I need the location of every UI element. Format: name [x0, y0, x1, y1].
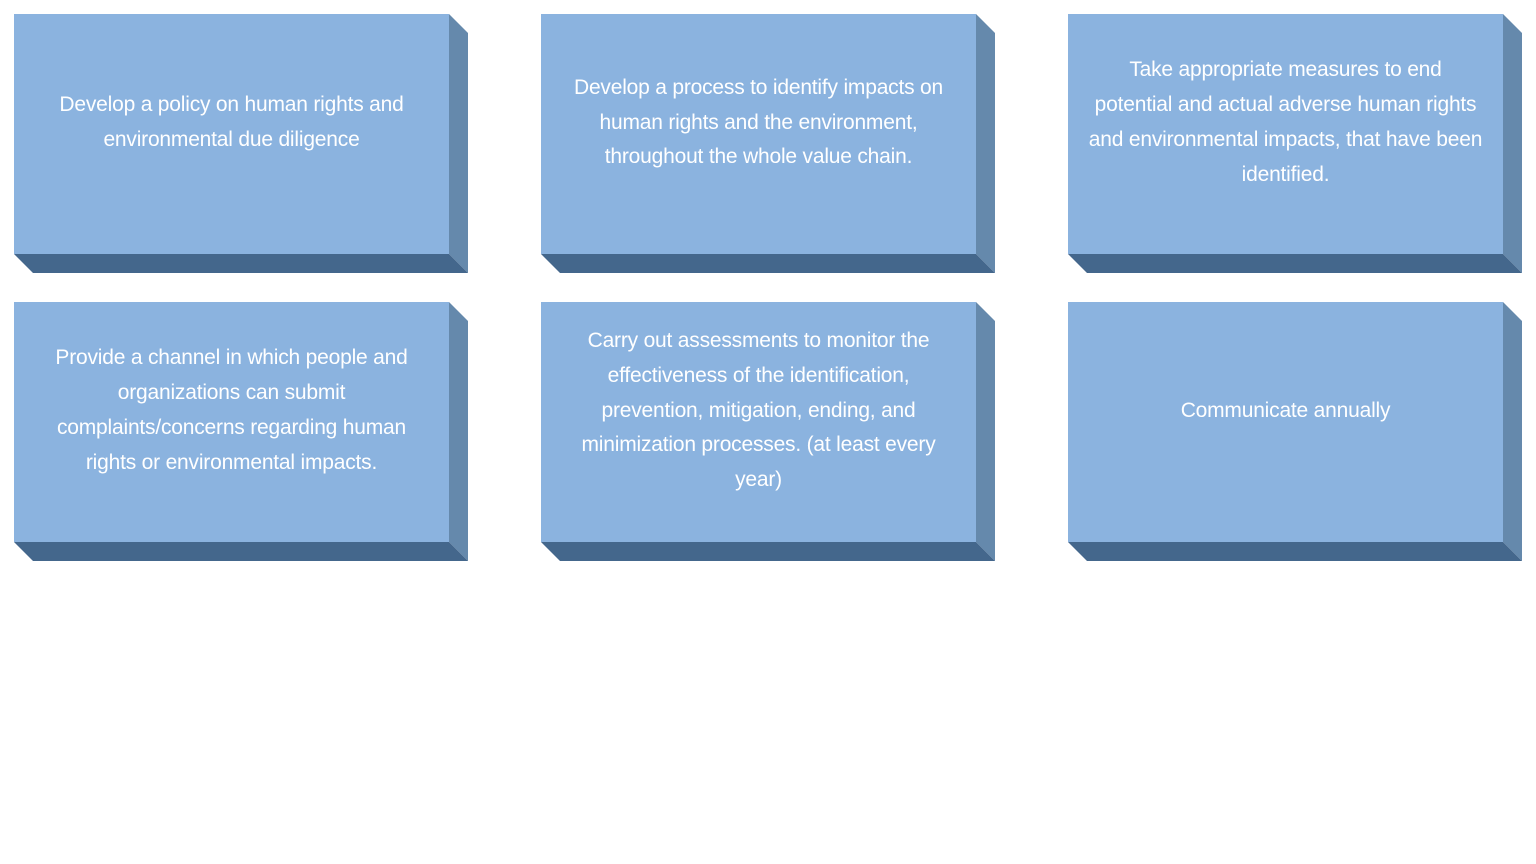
step-box-channel: Provide a channel in which people and or… — [14, 302, 449, 542]
box-side-right — [1503, 14, 1522, 273]
box-side-bottom — [541, 254, 995, 273]
box-side-bottom — [1068, 254, 1522, 273]
box-face: Provide a channel in which people and or… — [14, 302, 449, 542]
step-box-label: Provide a channel in which people and or… — [55, 346, 408, 474]
step-box-measures: Take appropriate measures to end potenti… — [1068, 14, 1503, 254]
box-side-bottom — [1068, 542, 1522, 561]
step-box-label: Develop a process to identify impacts on… — [573, 75, 944, 169]
step-box-policy: Develop a policy on human rights and env… — [14, 14, 449, 254]
step-box-identify: Develop a process to identify impacts on… — [541, 14, 976, 254]
box-side-bottom — [541, 542, 995, 561]
box-side-bottom — [14, 254, 468, 273]
box-face: Develop a process to identify impacts on… — [541, 14, 976, 254]
box-side-bottom — [14, 542, 468, 561]
box-side-right — [976, 302, 995, 561]
box-side-right — [976, 14, 995, 273]
step-box-label: Communicate annually — [1180, 398, 1391, 422]
box-face: Communicate annually — [1068, 302, 1503, 542]
step-box-label: Carry out assessments to monitor the eff… — [581, 328, 936, 492]
step-box-label: Take appropriate measures to end potenti… — [1088, 58, 1483, 186]
box-side-right — [1503, 302, 1522, 561]
box-side-right — [449, 302, 468, 561]
box-face: Develop a policy on human rights and env… — [14, 14, 449, 254]
box-side-right — [449, 14, 468, 273]
step-box-label: Develop a policy on human rights and env… — [59, 93, 404, 151]
step-box-assessments: Carry out assessments to monitor the eff… — [541, 302, 976, 542]
step-box-communicate: Communicate annually — [1068, 302, 1503, 542]
box-face: Take appropriate measures to end potenti… — [1068, 14, 1503, 254]
box-face: Carry out assessments to monitor the eff… — [541, 302, 976, 542]
